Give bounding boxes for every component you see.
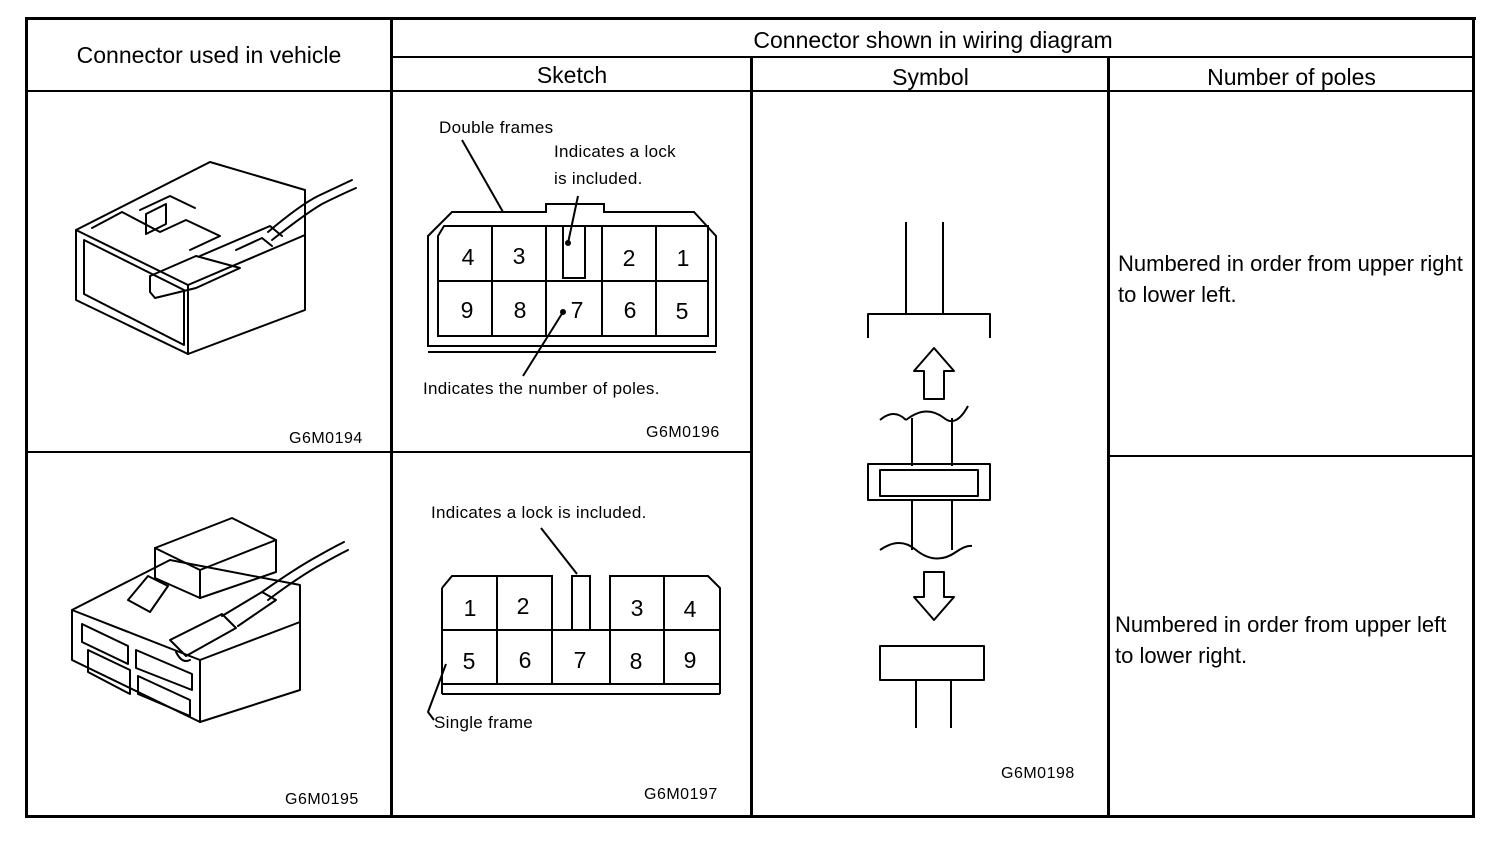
header-connector-shown-in-wiring-diagram: Connector shown in wiring diagram — [753, 27, 1113, 53]
col-divider-sketch — [750, 57, 753, 816]
pin-number: 5 — [462, 648, 476, 674]
figure-code-g6m0195: G6M0195 — [285, 791, 359, 808]
pin-number: 2 — [516, 593, 530, 619]
figure-code-g6m0197: G6M0197 — [644, 786, 718, 803]
header-symbol: Symbol — [892, 64, 969, 90]
pin-number: 4 — [461, 244, 475, 270]
label-lock-included-line1: Indicates a lock — [554, 142, 676, 161]
col-divider-vehicle — [390, 18, 393, 816]
figure-code-g6m0198: G6M0198 — [1001, 765, 1075, 782]
pin-number: 1 — [676, 245, 690, 271]
pin-number: 1 — [463, 595, 477, 621]
table-border-bottom — [25, 815, 1473, 818]
row-divider-right — [1107, 455, 1474, 457]
figure-code-g6m0194: G6M0194 — [289, 430, 363, 447]
pin-number: 7 — [573, 647, 587, 673]
table-border-right — [1472, 17, 1475, 818]
label-lock-included: Indicates a lock is included. — [431, 503, 647, 522]
pin-number: 4 — [683, 596, 697, 622]
pin-number: 8 — [629, 648, 643, 674]
label-number-of-poles: Indicates the number of poles. — [423, 379, 660, 398]
header-sketch: Sketch — [536, 62, 608, 88]
table-border-left — [25, 17, 28, 818]
poles-description-row1: Numbered in order from upper right to lo… — [1118, 251, 1463, 307]
label-double-frames: Double frames — [439, 118, 554, 137]
poles-description-row2: Numbered in order from upper left to low… — [1115, 612, 1447, 668]
pin-number: 6 — [623, 297, 637, 323]
figure-code-g6m0196: G6M0196 — [646, 424, 720, 441]
pin-number: 9 — [460, 297, 474, 323]
col-divider-symbol — [1107, 57, 1110, 816]
row-divider-left — [25, 451, 752, 453]
header-subgroup-line — [393, 56, 1475, 58]
pin-number: 3 — [630, 595, 644, 621]
pin-number: 5 — [675, 298, 689, 324]
pin-number: 2 — [622, 245, 636, 271]
pin-number: 7 — [570, 297, 584, 323]
pin-number: 3 — [512, 243, 526, 269]
label-lock-included-line2: is included. — [554, 169, 643, 188]
label-single-frame: Single frame — [434, 713, 534, 732]
pin-number: 8 — [513, 297, 527, 323]
pin-number: 9 — [683, 647, 697, 673]
pin-number: 6 — [518, 647, 532, 673]
header-connector-used-in-vehicle: Connector used in vehicle — [76, 42, 342, 68]
table-border-top — [25, 17, 1476, 20]
header-number-of-poles: Number of poles — [1207, 64, 1376, 90]
